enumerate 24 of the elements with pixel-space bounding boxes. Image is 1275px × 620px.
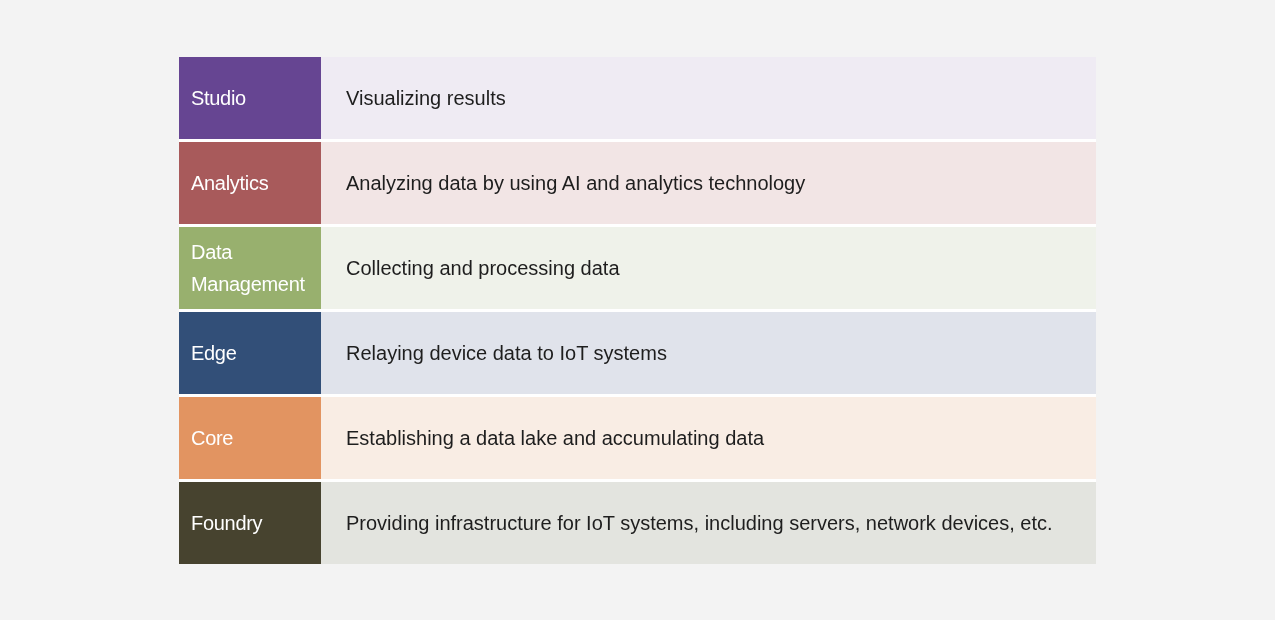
- layer-label-box: [179, 312, 321, 394]
- layer-name: Foundry: [191, 511, 263, 536]
- layer-name: Analytics: [191, 171, 269, 196]
- layer-description: Establishing a data lake and accumulating data: [346, 426, 765, 450]
- layer-description-box: [321, 57, 1096, 139]
- layer-description: Visualizing results: [346, 86, 506, 110]
- layer-label-box: [179, 397, 321, 479]
- layer-description-box: [321, 397, 1096, 479]
- layer-name: Edge: [191, 341, 237, 366]
- layer-name: Core: [191, 426, 234, 451]
- layer-label-box: [179, 482, 321, 564]
- layer-description-box: [321, 142, 1096, 224]
- layer-description: Relaying device data to IoT systems: [346, 341, 667, 365]
- layer-label-box: [179, 57, 321, 139]
- layer-label-box: [179, 142, 321, 224]
- layer-description-box: [321, 482, 1096, 564]
- layer-description-box: [321, 312, 1096, 394]
- layer-description: Providing infrastructure for IoT systems, including servers, network devices, etc.: [346, 511, 1053, 535]
- layer-label-box: [179, 227, 321, 309]
- layer-description: Collecting and processing data: [346, 256, 620, 280]
- layer-name: Data Management: [191, 240, 306, 297]
- layer-description: Analyzing data by using AI and analytics technology: [346, 171, 806, 195]
- layer-description-box: [321, 227, 1096, 309]
- layer-name: Studio: [191, 86, 246, 111]
